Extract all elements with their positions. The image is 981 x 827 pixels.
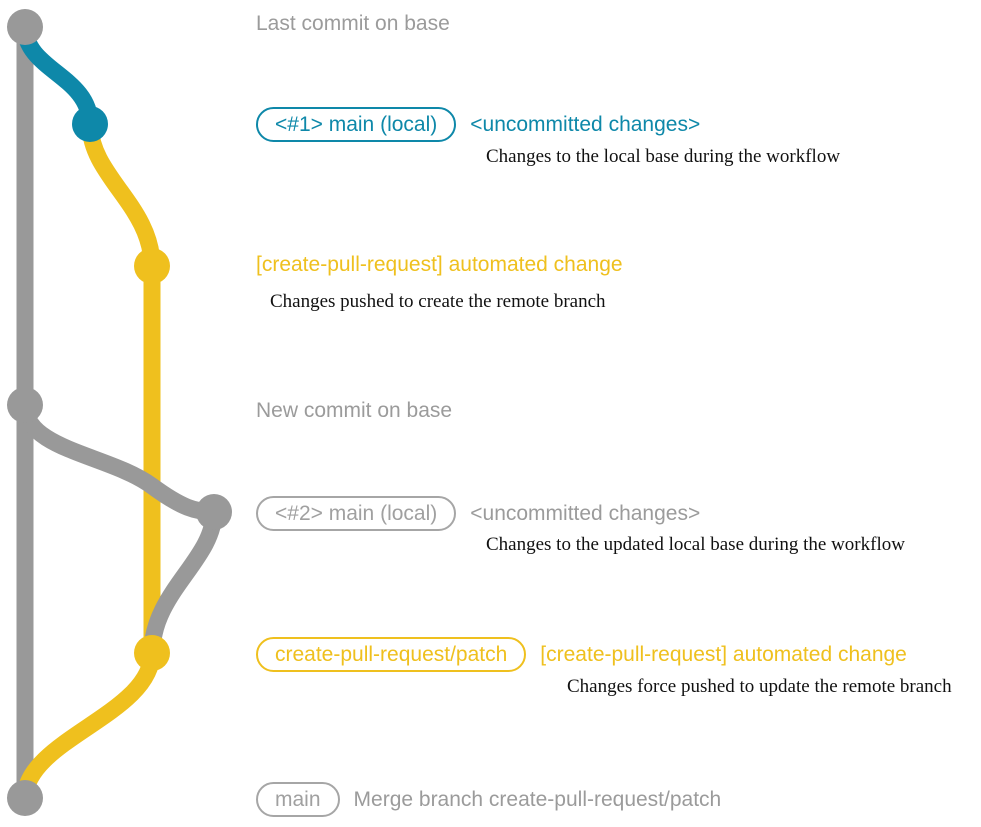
- commit-subject: Last commit on base: [256, 12, 450, 35]
- commit-row-remote-2: create-pull-request/patch [create-pull-r…: [256, 637, 907, 672]
- commit-row-local-1: <#1> main (local) <uncommitted changes>: [256, 107, 700, 142]
- commit-node-local-1: [72, 106, 108, 142]
- commit-note: Changes to the updated local base during…: [486, 534, 905, 555]
- commit-subject: [create-pull-request] automated change: [256, 253, 623, 276]
- commit-row-local-2: <#2> main (local) <uncommitted changes>: [256, 496, 700, 531]
- commit-note: Changes pushed to create the remote bran…: [270, 291, 606, 312]
- commit-subject: [create-pull-request] automated change: [540, 643, 907, 666]
- edge-local-2-to-remote: [143, 503, 223, 662]
- commit-node-remote-2: [134, 635, 170, 671]
- ref-badge-main[interactable]: main: [256, 782, 340, 817]
- ref-badge-create-pull-request-patch[interactable]: create-pull-request/patch: [256, 637, 527, 672]
- commit-node-remote-1: [134, 248, 170, 284]
- commit-node-base-last: [7, 9, 43, 45]
- commit-node-base-new: [7, 387, 43, 423]
- commit-row-remote-1: [create-pull-request] automated change: [256, 254, 623, 275]
- ref-badge-main-local-1[interactable]: <#1> main (local): [256, 107, 457, 142]
- commit-row-base-merge: main Merge branch create-pull-request/pa…: [256, 782, 721, 817]
- edge-local-1-to-remote: [81, 115, 161, 275]
- commit-subject: <uncommitted changes>: [470, 113, 701, 136]
- commit-node-base-merge: [7, 780, 43, 816]
- commit-note: Changes to the local base during the wor…: [486, 146, 841, 167]
- commit-node-local-2: [196, 494, 232, 530]
- commit-note: Changes force pushed to update the remot…: [567, 676, 952, 697]
- commit-subject: <uncommitted changes>: [470, 502, 701, 525]
- commit-row-base-last: Last commit on base: [256, 13, 450, 34]
- commit-subject: Merge branch create-pull-request/patch: [353, 788, 722, 811]
- edge-remote-to-merge: [16, 644, 161, 807]
- commit-row-base-new: New commit on base: [256, 400, 452, 421]
- commit-subject: New commit on base: [256, 399, 453, 422]
- ref-badge-main-local-2[interactable]: <#2> main (local): [256, 496, 457, 531]
- edge-base-to-local-2: [16, 396, 223, 521]
